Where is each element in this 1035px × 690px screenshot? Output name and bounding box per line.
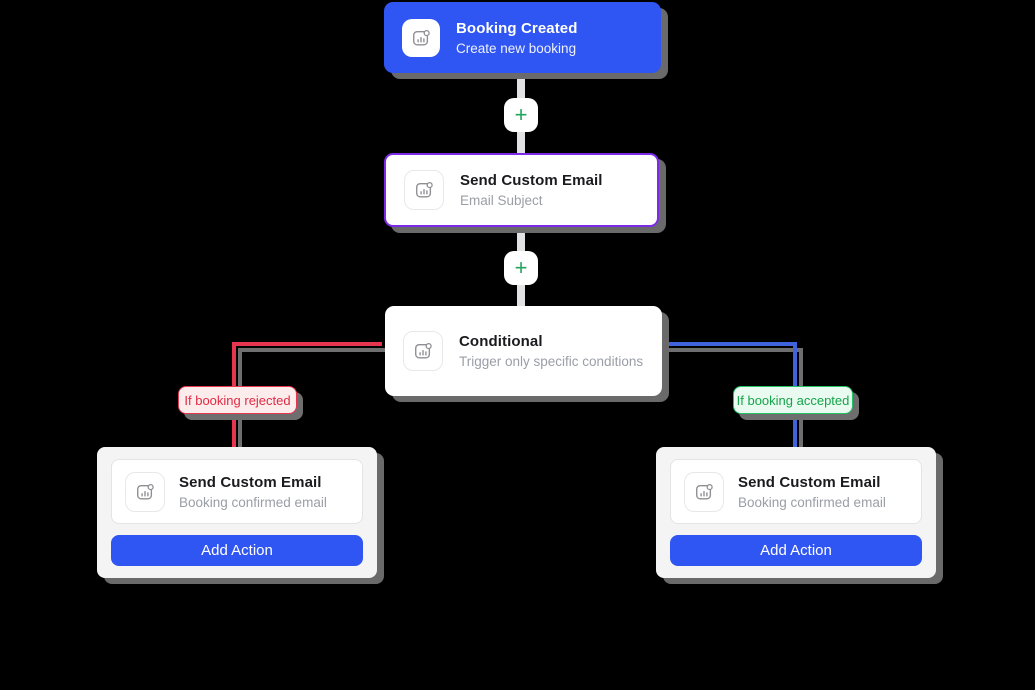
condition-badge-rejected[interactable]: If booking rejected xyxy=(178,386,297,414)
trigger-node-booking-created[interactable]: Booking Created Create new booking xyxy=(384,2,661,73)
bar-chart-icon xyxy=(404,170,444,210)
condition-badge-accepted[interactable]: If booking accepted xyxy=(733,386,853,414)
add-action-button-left[interactable]: Add Action xyxy=(111,535,363,566)
node-title: Send Custom Email xyxy=(179,473,322,491)
node-title: Send Custom Email xyxy=(738,473,881,491)
add-action-button-right[interactable]: Add Action xyxy=(670,535,922,566)
node-subtitle: Booking confirmed email xyxy=(738,494,886,510)
action-group-accepted-branch: Send Custom Email Booking confirmed emai… xyxy=(656,447,936,578)
condition-badge-label: If booking rejected xyxy=(184,392,291,408)
branch-line-rejected-horizontal xyxy=(232,342,382,346)
bar-chart-icon xyxy=(125,471,165,512)
action-node-send-custom-email[interactable]: Send Custom Email Booking confirmed emai… xyxy=(670,459,922,525)
plus-icon: + xyxy=(514,102,528,127)
add-step-button-2[interactable]: + xyxy=(504,251,538,285)
condition-badge-label: If booking accepted xyxy=(736,392,850,408)
plus-icon: + xyxy=(514,255,528,280)
node-title: Send Custom Email xyxy=(460,172,603,189)
action-node-send-custom-email[interactable]: Send Custom Email Email Subject xyxy=(384,153,659,227)
branch-line-accepted-horizontal xyxy=(662,342,797,346)
bar-chart-icon xyxy=(684,471,724,512)
node-subtitle: Trigger only specific conditions xyxy=(459,354,644,369)
node-subtitle: Booking confirmed email xyxy=(179,494,327,510)
node-title: Booking Created xyxy=(456,19,578,37)
add-step-button-1[interactable]: + xyxy=(504,98,538,132)
node-subtitle: Email Subject xyxy=(460,193,543,208)
action-node-send-custom-email[interactable]: Send Custom Email Booking confirmed emai… xyxy=(111,459,363,525)
conditional-node[interactable]: Conditional Trigger only specific condit… xyxy=(385,306,662,396)
node-subtitle: Create new booking xyxy=(456,40,577,56)
bar-chart-icon xyxy=(402,18,440,57)
action-group-rejected-branch: Send Custom Email Booking confirmed emai… xyxy=(97,447,377,578)
node-title: Conditional xyxy=(459,333,543,350)
bar-chart-icon xyxy=(403,331,443,371)
